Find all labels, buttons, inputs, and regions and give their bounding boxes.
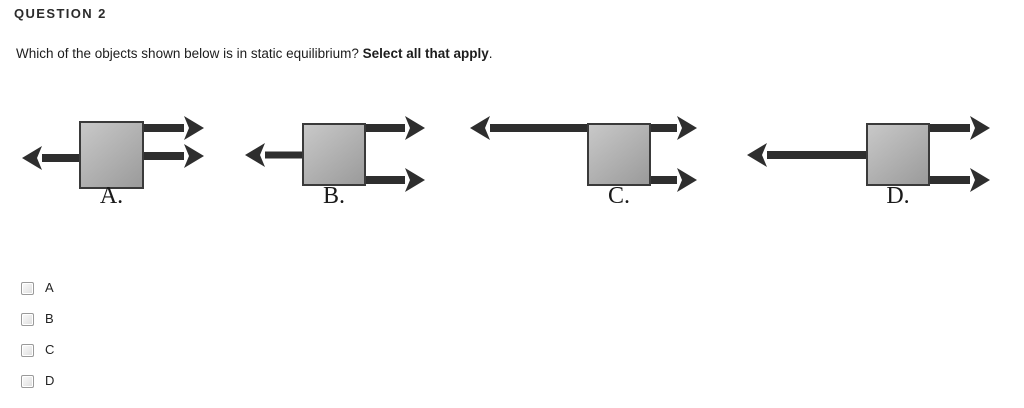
option-row-a[interactable]: A [0, 278, 400, 309]
arrow-left [245, 143, 303, 167]
arrow-right-upper [365, 116, 425, 140]
checkbox-b[interactable] [21, 313, 34, 326]
arrow-left [470, 116, 588, 140]
figure-d-label: D. [886, 183, 910, 209]
prompt-text-before: Which of the objects shown below is in s… [16, 46, 363, 61]
figure-d-drawing [747, 116, 990, 192]
page-title: QUESTION 2 [14, 6, 107, 21]
arrow-right-upper [143, 116, 204, 140]
option-row-c[interactable]: C [0, 340, 400, 371]
checkbox-a[interactable] [21, 282, 34, 295]
block-c [587, 123, 651, 186]
figure-b: B. [240, 100, 440, 220]
figure-a-label: A. [99, 183, 124, 209]
answer-options-list: A B C D [0, 278, 400, 402]
option-label-d: D [45, 373, 55, 388]
arrow-right-lower [143, 144, 204, 168]
prompt-emphasis: Select all that apply [362, 46, 489, 61]
arrow-left [22, 146, 80, 170]
checkbox-c[interactable] [21, 344, 34, 357]
arrow-right-lower [929, 168, 990, 192]
arrow-right-lower [365, 168, 425, 192]
arrow-right-lower [650, 168, 697, 192]
arrow-left [747, 143, 867, 167]
figure-b-label: B. [322, 183, 345, 209]
figure-a-drawing [22, 116, 204, 189]
block-b [302, 123, 366, 186]
arrow-right-upper [650, 116, 697, 140]
block-a [79, 121, 144, 189]
figure-d: D. [742, 100, 997, 220]
force-diagram-figures: A. B. C. D. [0, 100, 1024, 230]
option-row-d[interactable]: D [0, 371, 400, 402]
figure-c-drawing [470, 116, 697, 192]
checkbox-d[interactable] [21, 375, 34, 388]
option-label-c: C [45, 342, 55, 357]
option-label-a: A [45, 280, 54, 295]
figure-c: C. [465, 100, 705, 220]
prompt-text-after: . [488, 46, 493, 61]
option-row-b[interactable]: B [0, 309, 400, 340]
option-label-b: B [45, 311, 54, 326]
question-prompt: Which of the objects shown below is in s… [16, 45, 492, 62]
arrow-right-upper [929, 116, 990, 140]
figure-a: A. [14, 100, 214, 220]
block-d [866, 123, 930, 186]
figure-c-label: C. [607, 183, 630, 209]
figure-b-drawing [245, 116, 425, 192]
